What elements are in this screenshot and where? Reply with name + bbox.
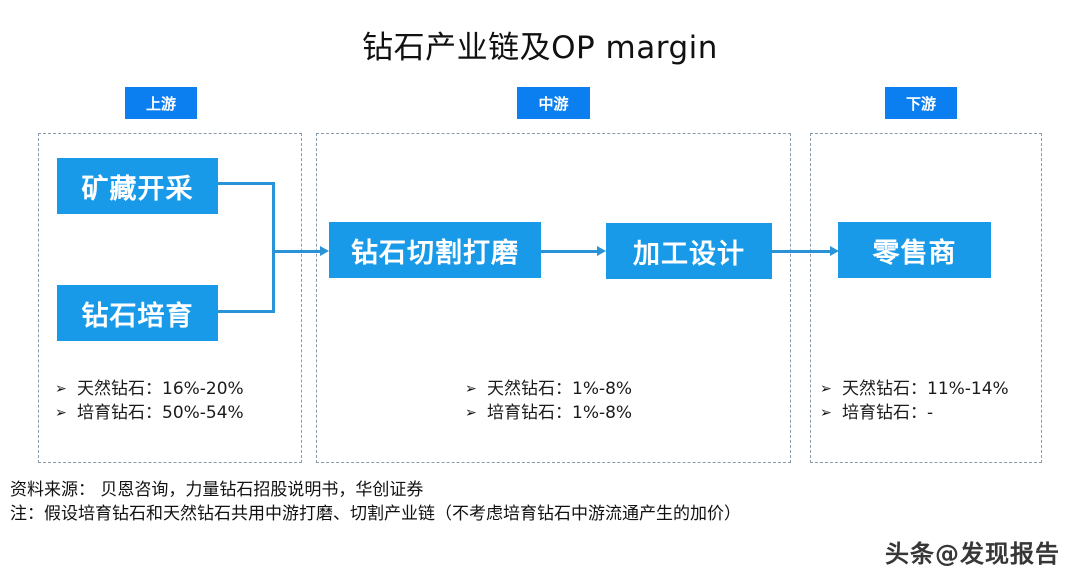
- connector-cultivation-out: [218, 310, 274, 313]
- arrow-icon: [830, 246, 839, 256]
- connector-to-cutting: [274, 250, 322, 253]
- source-note: 资料来源： 贝恩咨询，力量钻石招股说明书，华创证券: [10, 480, 424, 500]
- metric-lab-grown: ➢ 培育钻石：50%-54%: [55, 403, 244, 423]
- connector-design-to-retail: [772, 250, 832, 253]
- arrow-icon: [597, 246, 606, 256]
- arrow-bullet-icon: ➢: [465, 405, 477, 421]
- watermark: 头条@发现报告: [885, 540, 1060, 568]
- metric-natural: ➢ 天然钻石：1%-8%: [465, 379, 633, 399]
- stage-tab-midstream: 中游: [517, 87, 590, 119]
- node-processing-design: 加工设计: [606, 223, 772, 279]
- diagram-title: 钻石产业链及OP margin: [362, 30, 718, 66]
- stage-tab-upstream: 上游: [125, 87, 197, 119]
- connector-cutting-to-design: [541, 250, 599, 253]
- connector-merge-vertical: [272, 182, 275, 313]
- metric-lab-grown: ➢ 培育钻石：-: [820, 403, 934, 423]
- arrow-bullet-icon: ➢: [55, 381, 67, 397]
- midstream-margins: ➢ 天然钻石：1%-8% ➢ 培育钻石：1%-8%: [465, 377, 632, 425]
- connector-mining-out: [218, 182, 274, 185]
- metric-natural: ➢ 天然钻石：11%-14%: [820, 379, 1009, 399]
- assumption-note: 注：假设培育钻石和天然钻石共用中游打磨、切割产业链（不考虑培育钻石中游流通产生的…: [10, 504, 741, 524]
- node-diamond-cultivation: 钻石培育: [57, 285, 218, 341]
- arrow-bullet-icon: ➢: [820, 405, 832, 421]
- upstream-margins: ➢ 天然钻石：16%-20% ➢ 培育钻石：50%-54%: [55, 377, 244, 425]
- arrow-icon: [320, 246, 329, 256]
- node-retailer: 零售商: [838, 222, 991, 278]
- arrow-bullet-icon: ➢: [55, 405, 67, 421]
- arrow-bullet-icon: ➢: [820, 381, 832, 397]
- node-mining: 矿藏开采: [57, 158, 218, 214]
- metric-lab-grown: ➢ 培育钻石：1%-8%: [465, 403, 633, 423]
- upstream-container: [38, 133, 302, 463]
- metric-natural: ➢ 天然钻石：16%-20%: [55, 379, 244, 399]
- midstream-container: [316, 133, 791, 463]
- footnotes: 资料来源： 贝恩咨询，力量钻石招股说明书，华创证券 注：假设培育钻石和天然钻石共…: [10, 478, 741, 526]
- downstream-margins: ➢ 天然钻石：11%-14% ➢ 培育钻石：-: [820, 377, 1009, 425]
- node-cutting-polishing: 钻石切割打磨: [329, 222, 541, 278]
- downstream-container: [810, 133, 1042, 463]
- stage-tab-downstream: 下游: [885, 87, 957, 119]
- arrow-bullet-icon: ➢: [465, 381, 477, 397]
